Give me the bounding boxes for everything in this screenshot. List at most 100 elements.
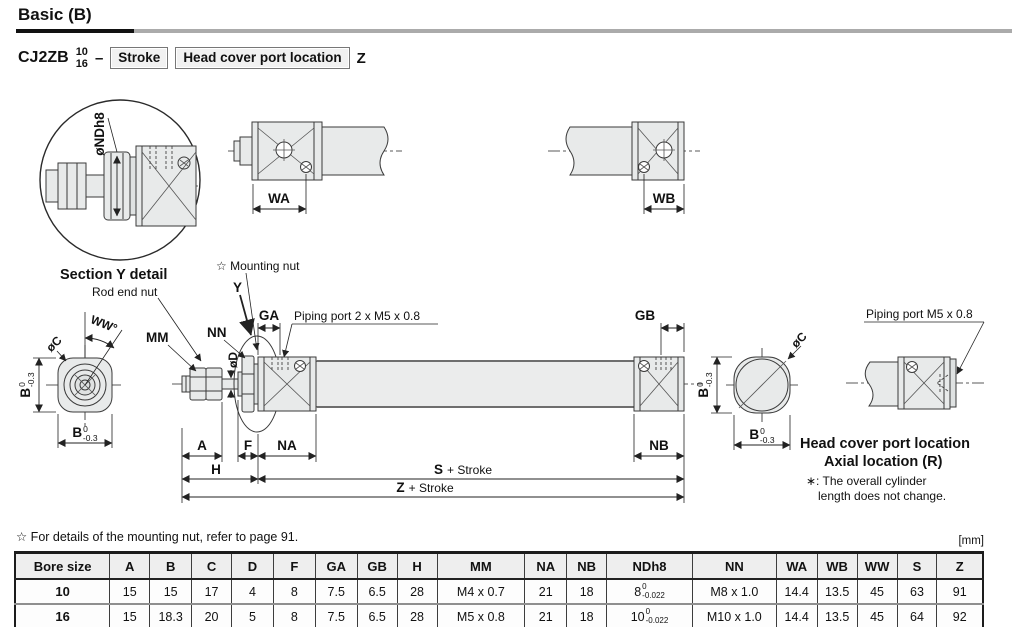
table-cell: M8 x 1.0: [691, 578, 777, 605]
table-cell: 5: [231, 603, 274, 627]
table-cell: 8: [272, 578, 316, 605]
title-rule-gray: [134, 29, 1012, 33]
tolerance-upper: 0: [642, 582, 647, 592]
col-header-d: D: [231, 552, 274, 580]
col-header-h: H: [396, 552, 438, 580]
stroke-box: Stroke: [110, 47, 169, 69]
table-cell: 8: [272, 603, 316, 627]
table-cell: 6.5: [356, 578, 398, 605]
col-header-wa: WA: [775, 552, 818, 580]
unit-label: [mm]: [958, 535, 984, 547]
mounting-nut-footnote: ☆ For details of the mounting nut, refer…: [16, 530, 299, 544]
mounting-nut-note: ☆ Mounting nut: [216, 259, 300, 273]
y-section-label: Y: [233, 280, 242, 295]
b-width-label-head-vertical: B0-0.3: [695, 372, 714, 397]
main-assembly-drawing: [172, 335, 702, 433]
table-cell: 28: [396, 578, 438, 605]
rod-end-nut-label: Rod end nut: [92, 285, 158, 299]
table-cell: 18: [566, 578, 608, 605]
piping-port-1-label: Piping port M5 x 0.8: [866, 307, 973, 321]
tolerance-base: 10: [630, 609, 645, 624]
axial-port-view: Piping port M5 x 0.8: [846, 307, 985, 410]
length-dimensions: A F NA NB H S+ Stroke Z+ Stroke: [181, 400, 685, 503]
col-header-f: F: [272, 552, 316, 580]
table-row: 10 15 15 17 4 8 7.5 6.5 28 M4 x 0.7 21 1…: [14, 578, 984, 605]
nd-diameter-label: øNDh8: [92, 112, 107, 156]
axial-note-line1: ∗: The overall cylinder: [806, 474, 927, 488]
piping-port-2-label: Piping port 2 x M5 x 0.8: [294, 309, 420, 323]
table-cell: 7.5: [314, 578, 358, 605]
dimension-table: Bore size A B C D F GA GB H MM NA NB NDh…: [14, 551, 984, 627]
table-cell: 20: [191, 603, 233, 627]
dimension-drawing: øNDh8 Section Y detail Rod end nut: [17, 99, 985, 503]
a-dimension-label: A: [197, 438, 207, 453]
model-prefix: CJ2ZB: [18, 49, 69, 66]
table-cell: 92: [936, 603, 984, 627]
col-header-s: S: [896, 552, 938, 580]
table-cell: 16: [14, 603, 111, 627]
rod-side-port-view: WA: [228, 121, 402, 214]
f-dimension-label: F: [244, 438, 252, 453]
table-cell: 14.4: [775, 603, 818, 627]
b-width-label-bottom: B0-0.3: [72, 424, 97, 443]
col-header-na: NA: [524, 552, 568, 580]
page-title: Basic (B): [18, 5, 92, 24]
table-cell: 21: [524, 603, 568, 627]
col-header-ww: WW: [856, 552, 898, 580]
table-cell: 18.3: [149, 603, 193, 627]
axial-note-line2: length does not change.: [818, 489, 946, 503]
model-dash: –: [94, 49, 104, 67]
section-y-caption: Section Y detail: [60, 267, 167, 283]
ww-angle-label: WW°: [89, 312, 120, 335]
col-header-mm: MM: [436, 552, 526, 580]
table-cell: M10 x 1.0: [691, 603, 777, 627]
wa-dimension-label: WA: [268, 191, 290, 206]
table-cell: 63: [896, 578, 938, 605]
nb-dimension-label: NB: [649, 438, 669, 453]
col-header-nb: NB: [566, 552, 608, 580]
tolerance-base: 8: [634, 584, 642, 599]
b-width-label-head-bottom: B0-0.3: [749, 426, 774, 445]
head-side-port-view: WB: [548, 121, 700, 214]
s-stroke-dimension-label: S+ Stroke: [434, 462, 492, 477]
table-cell: 6.5: [356, 603, 398, 627]
axial-heading-line1: Head cover port location: [800, 436, 970, 452]
mm-thread-label: MM: [146, 330, 169, 345]
col-header-z: Z: [936, 552, 984, 580]
h-dimension-label: H: [211, 462, 221, 477]
table-cell: 45: [856, 603, 898, 627]
rod-diameter-label: øD: [226, 352, 240, 368]
table-cell: 4: [231, 578, 274, 605]
table-cell: 15: [109, 603, 151, 627]
na-dimension-label: NA: [277, 438, 297, 453]
bore-size-bottom: 16: [75, 58, 88, 70]
tolerance-lower: -0.022: [645, 615, 669, 625]
table-cell: 15: [149, 578, 193, 605]
table-cell: 10: [14, 578, 111, 605]
nn-thread-label: NN: [207, 325, 227, 340]
title-rule: [16, 29, 1012, 33]
b-width-label-vertical: B0-0.3: [17, 372, 36, 397]
gb-dimension-label: GB: [635, 308, 656, 323]
table-cell: 91: [936, 578, 984, 605]
z-stroke-dimension-label: Z+ Stroke: [396, 480, 454, 495]
head-end-front-view: øC B0-0.3 B0-0.3: [695, 329, 810, 450]
col-header-ndh8: NDh8: [606, 552, 693, 580]
col-header-gb: GB: [356, 552, 398, 580]
wb-dimension-label: WB: [653, 191, 676, 206]
table-cell: 15: [109, 578, 151, 605]
title-rule-black: [16, 29, 134, 33]
model-suffix: Z: [356, 49, 366, 67]
model-number-line: CJ2ZB 10 16 – Stroke Head cover port loc…: [18, 42, 366, 74]
table-cell: M4 x 0.7: [436, 578, 526, 605]
col-header-ga: GA: [314, 552, 358, 580]
col-header-b: B: [149, 552, 193, 580]
table-cell: 13.5: [816, 603, 858, 627]
table-header-row: Bore size A B C D F GA GB H MM NA NB NDh…: [14, 552, 984, 580]
bore-size-top: 10: [75, 45, 88, 58]
c-diameter-label: øC: [43, 333, 64, 354]
table-cell: 17: [191, 578, 233, 605]
